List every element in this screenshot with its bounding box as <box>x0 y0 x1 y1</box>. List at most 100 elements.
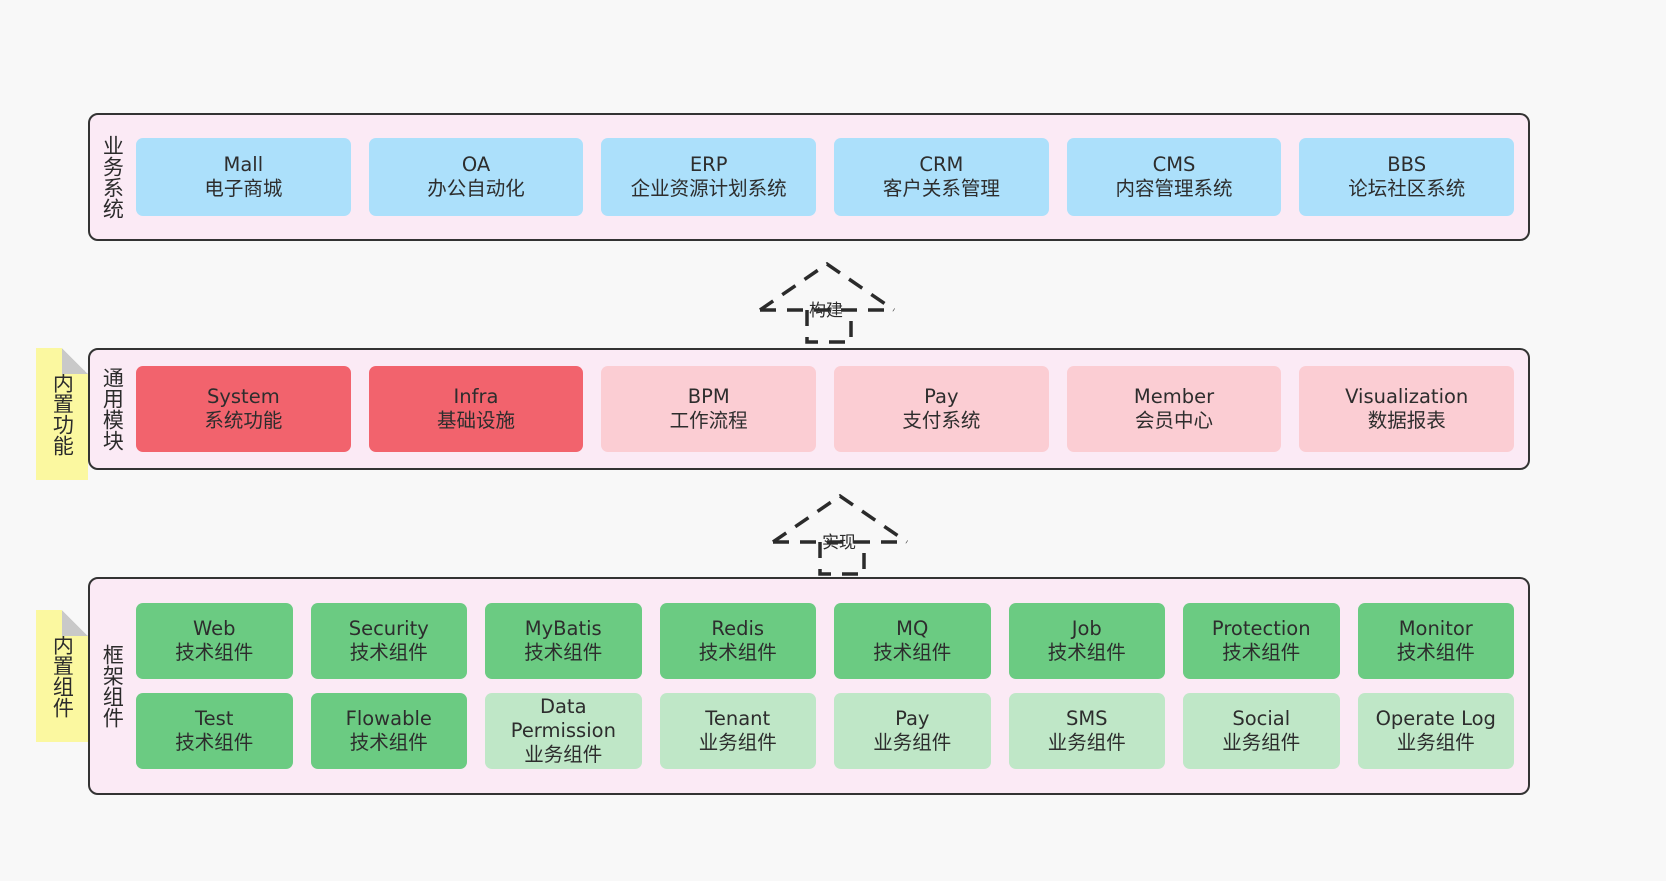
card-name: Redis <box>711 617 765 641</box>
layer-title-framework: 框架组件 <box>100 644 125 728</box>
card-name: OA <box>461 153 491 177</box>
card-name: Member <box>1133 385 1215 409</box>
card-crm[interactable]: CRM 客户关系管理 <box>834 138 1049 216</box>
card-bbs[interactable]: BBS 论坛社区系统 <box>1299 138 1515 216</box>
card-desc: 会员中心 <box>1135 409 1214 432</box>
card-name: SMS <box>1065 707 1108 731</box>
layer-body-business: Mall 电子商城 OA 办公自动化 ERP 企业资源计划系统 CRM 客户关系… <box>134 115 1528 239</box>
card-name: Data Permission <box>510 695 616 743</box>
card-name: Infra <box>453 385 499 409</box>
card-mall[interactable]: Mall 电子商城 <box>136 138 351 216</box>
card-web[interactable]: Web 技术组件 <box>136 603 293 679</box>
card-name: Operate Log <box>1375 707 1496 731</box>
card-desc: 技术组件 <box>698 641 777 664</box>
card-tenant[interactable]: Tenant 业务组件 <box>659 693 816 769</box>
card-name: System <box>206 385 280 409</box>
card-desc: 内容管理系统 <box>1115 177 1233 200</box>
card-row: Test 技术组件 Flowable 技术组件 Data Permission … <box>136 693 1514 769</box>
card-name: Test <box>195 707 234 731</box>
card-social[interactable]: Social 业务组件 <box>1183 693 1340 769</box>
card-mq[interactable]: MQ 技术组件 <box>834 603 991 679</box>
card-bpm[interactable]: BPM 工作流程 <box>601 366 817 452</box>
card-desc: 业务组件 <box>1396 731 1475 754</box>
card-visualization[interactable]: Visualization 数据报表 <box>1299 366 1515 452</box>
arrow-head-triangle-icon <box>759 261 895 312</box>
card-desc: 技术组件 <box>1047 641 1126 664</box>
card-erp[interactable]: ERP 企业资源计划系统 <box>601 138 817 216</box>
card-desc: 基础设施 <box>437 409 516 432</box>
card-desc: 业务组件 <box>698 731 777 754</box>
layer-business-systems: 业务系统 Mall 电子商城 OA 办公自动化 ERP 企业资源计划系统 CRM… <box>88 113 1530 241</box>
card-name: Job <box>1071 617 1102 641</box>
card-sms[interactable]: SMS 业务组件 <box>1008 693 1165 769</box>
card-name: Protection <box>1211 617 1311 641</box>
card-desc: 技术组件 <box>175 641 254 664</box>
card-name: Tenant <box>705 707 771 731</box>
arrow-label-implement: 实现 <box>822 533 856 553</box>
card-infra[interactable]: Infra 基础设施 <box>368 366 584 452</box>
arrow-shaft-icon <box>818 542 866 576</box>
card-redis[interactable]: Redis 技术组件 <box>659 603 816 679</box>
card-desc: 系统功能 <box>204 409 283 432</box>
arrow-implement: 实现 <box>768 490 918 576</box>
card-row: Mall 电子商城 OA 办公自动化 ERP 企业资源计划系统 CRM 客户关系… <box>136 138 1515 216</box>
card-name: BBS <box>1387 153 1427 177</box>
card-test[interactable]: Test 技术组件 <box>136 693 293 769</box>
card-name: Security <box>348 617 429 641</box>
card-desc: 数据报表 <box>1367 409 1446 432</box>
card-operate-log[interactable]: Operate Log 业务组件 <box>1357 693 1514 769</box>
card-name: Mall <box>223 153 264 177</box>
card-name: BPM <box>687 385 730 409</box>
arrow-label-build: 构建 <box>809 301 843 321</box>
arrow-shaft-icon <box>805 310 853 344</box>
card-monitor[interactable]: Monitor 技术组件 <box>1357 603 1514 679</box>
card-name: Flowable <box>345 707 432 731</box>
card-desc: 电子商城 <box>204 177 283 200</box>
card-row: System 系统功能 Infra 基础设施 BPM 工作流程 Pay 支付系统… <box>136 366 1515 452</box>
card-cms[interactable]: CMS 内容管理系统 <box>1066 138 1282 216</box>
card-desc: 企业资源计划系统 <box>630 177 787 200</box>
arrow-head-triangle-icon <box>772 493 908 544</box>
card-oa[interactable]: OA 办公自动化 <box>368 138 584 216</box>
layer-common-modules: 通用模块 System 系统功能 Infra 基础设施 BPM 工作流程 Pay… <box>88 348 1530 470</box>
note-label: 内置组件 <box>50 634 75 718</box>
card-pay-component[interactable]: Pay 业务组件 <box>834 693 991 769</box>
card-system[interactable]: System 系统功能 <box>136 366 351 452</box>
card-data-permission[interactable]: Data Permission 业务组件 <box>485 693 642 769</box>
card-mybatis[interactable]: MyBatis 技术组件 <box>485 603 642 679</box>
card-name: MyBatis <box>524 617 602 641</box>
card-flowable[interactable]: Flowable 技术组件 <box>310 693 467 769</box>
card-desc: 技术组件 <box>1396 641 1475 664</box>
card-pay-module[interactable]: Pay 支付系统 <box>834 366 1049 452</box>
card-desc: 技术组件 <box>175 731 254 754</box>
card-name: Web <box>192 617 236 641</box>
card-name: Monitor <box>1398 617 1473 641</box>
card-desc: 论坛社区系统 <box>1348 177 1466 200</box>
layer-body-framework: Web 技术组件 Security 技术组件 MyBatis 技术组件 Redi… <box>134 579 1528 793</box>
card-name: CMS <box>1152 153 1196 177</box>
card-security[interactable]: Security 技术组件 <box>310 603 467 679</box>
card-name: CRM <box>919 153 964 177</box>
layer-title-business: 业务系统 <box>100 135 125 219</box>
card-member[interactable]: Member 会员中心 <box>1066 366 1282 452</box>
card-desc: 技术组件 <box>524 641 603 664</box>
layer-body-modules: System 系统功能 Infra 基础设施 BPM 工作流程 Pay 支付系统… <box>134 350 1528 468</box>
layer-title-modules: 通用模块 <box>100 367 125 451</box>
card-desc: 业务组件 <box>1222 731 1301 754</box>
card-desc: 支付系统 <box>902 409 981 432</box>
card-name: Visualization <box>1345 385 1469 409</box>
card-name: ERP <box>689 153 728 177</box>
card-name: Social <box>1232 707 1291 731</box>
card-name: Pay <box>924 385 959 409</box>
card-desc: 业务组件 <box>1047 731 1126 754</box>
card-desc: 工作流程 <box>669 409 748 432</box>
card-desc: 技术组件 <box>873 641 952 664</box>
card-desc: 技术组件 <box>1222 641 1301 664</box>
card-protection[interactable]: Protection 技术组件 <box>1183 603 1340 679</box>
card-desc: 客户关系管理 <box>882 177 1000 200</box>
layer-framework-components: 框架组件 Web 技术组件 Security 技术组件 MyBatis 技术组件… <box>88 577 1530 795</box>
card-desc: 办公自动化 <box>427 177 525 200</box>
card-job[interactable]: Job 技术组件 <box>1008 603 1165 679</box>
note-builtin-components: 内置组件 <box>36 610 88 742</box>
